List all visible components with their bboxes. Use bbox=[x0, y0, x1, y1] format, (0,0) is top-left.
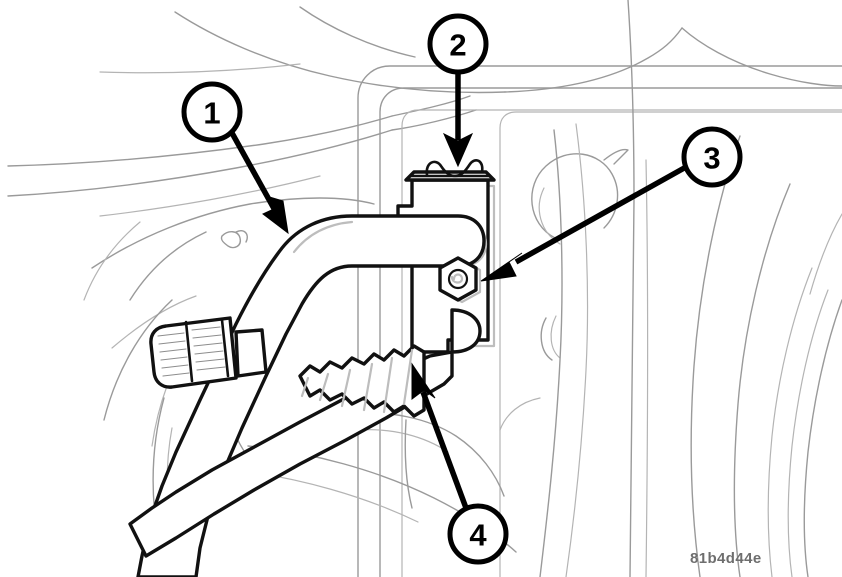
leader-line-3 bbox=[514, 164, 688, 265]
callout-4[interactable]: 4 bbox=[447, 503, 509, 565]
figure-caption-code: 81b4d44e bbox=[690, 550, 762, 567]
mounting-bolt bbox=[438, 256, 482, 304]
arrow-head-1 bbox=[262, 195, 289, 235]
hose-corrugations bbox=[298, 344, 426, 418]
callout-4-label: 4 bbox=[469, 518, 487, 553]
callout-3[interactable]: 3 bbox=[681, 126, 743, 188]
leader-line-4 bbox=[420, 391, 469, 509]
callout-1-label: 1 bbox=[203, 96, 220, 131]
knurl-texture bbox=[157, 326, 226, 377]
retaining-clip bbox=[404, 159, 496, 182]
callout-1[interactable]: 1 bbox=[181, 81, 243, 143]
callout-2-circle[interactable] bbox=[427, 13, 489, 75]
arrow-head-2 bbox=[442, 132, 474, 168]
arrow-head-4 bbox=[411, 362, 436, 400]
callout-3-circle[interactable] bbox=[681, 126, 743, 188]
corrugation-ridges bbox=[300, 348, 414, 414]
service-port-fitting bbox=[149, 316, 268, 389]
background-contours bbox=[7, 0, 842, 577]
callout-4-circle[interactable] bbox=[447, 503, 509, 565]
arrow-head-3 bbox=[480, 252, 523, 282]
callout-leaders bbox=[229, 72, 688, 509]
callout-1-circle[interactable] bbox=[181, 81, 243, 143]
callout-3-label: 3 bbox=[703, 141, 720, 176]
callout-2-label: 2 bbox=[449, 28, 466, 63]
a-c-suction-hose bbox=[128, 308, 482, 558]
callout-2[interactable]: 2 bbox=[427, 13, 489, 75]
